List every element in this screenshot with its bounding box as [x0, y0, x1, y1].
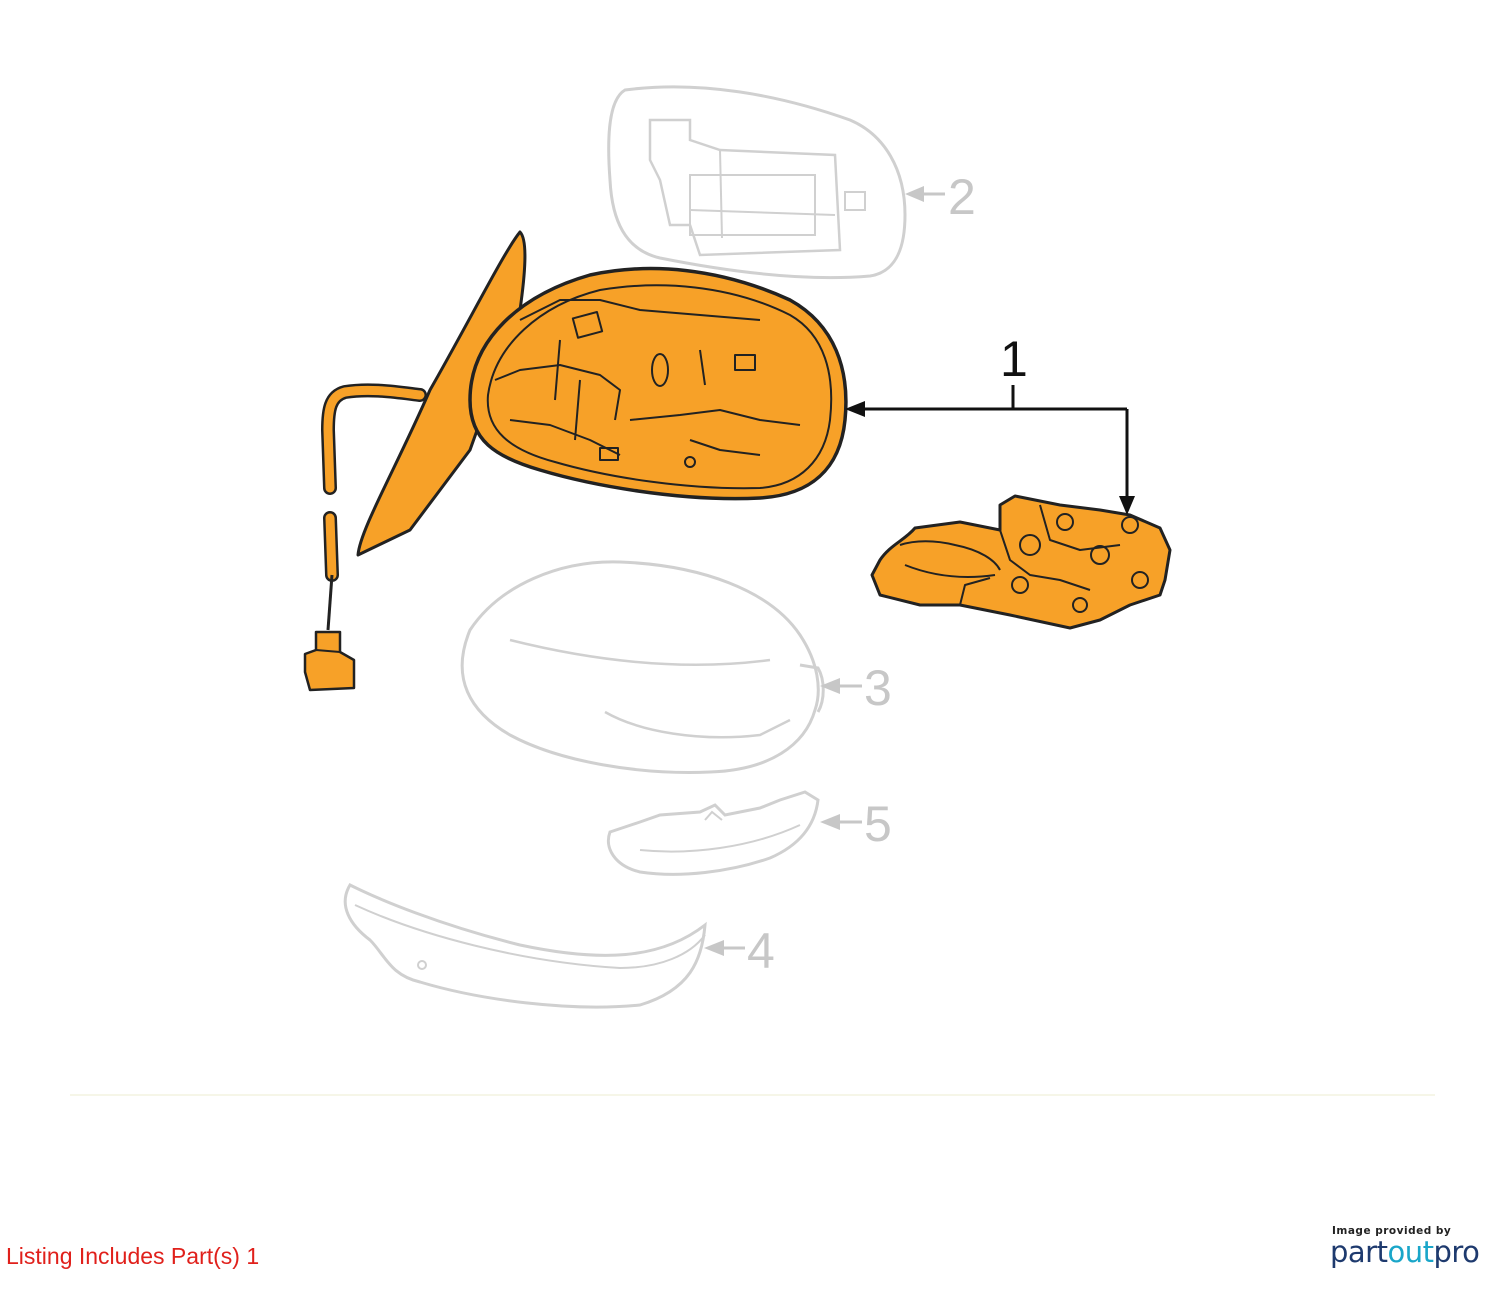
callout-4: 4: [747, 923, 775, 979]
callout-1: 1: [1000, 331, 1028, 387]
partoutpro-logo: partoutpro: [1330, 1235, 1480, 1269]
listing-text: Listing Includes Part(s): [6, 1243, 240, 1269]
listing-note: Listing Includes Part(s) 1: [6, 1243, 259, 1270]
credit-caption: Image provided by: [1332, 1225, 1452, 1237]
logo-text-pro: pro: [1433, 1235, 1480, 1269]
callout-3: 3: [864, 660, 892, 716]
image-credit: Image provided by partoutpro: [1330, 1225, 1480, 1269]
callout-5: 5: [864, 796, 892, 852]
callout-2: 2: [948, 169, 976, 225]
listing-part-number: 1: [246, 1243, 260, 1269]
part-2-mirror-glass: [607, 85, 907, 280]
part-1-mirror-assembly: [303, 230, 848, 692]
part-5-turn-signal: [607, 790, 820, 876]
part-3-mirror-cover: [460, 560, 825, 774]
part-4-lower-trim: [343, 883, 707, 1009]
logo-text-part: part: [1330, 1235, 1388, 1269]
divider: [70, 1094, 1435, 1096]
part-1-mirror-actuator: [870, 494, 1172, 630]
parts-diagram: 1 2 3 5 4: [303, 85, 1172, 1009]
logo-text-out: out: [1387, 1235, 1434, 1269]
leader-lines: [704, 186, 1135, 956]
